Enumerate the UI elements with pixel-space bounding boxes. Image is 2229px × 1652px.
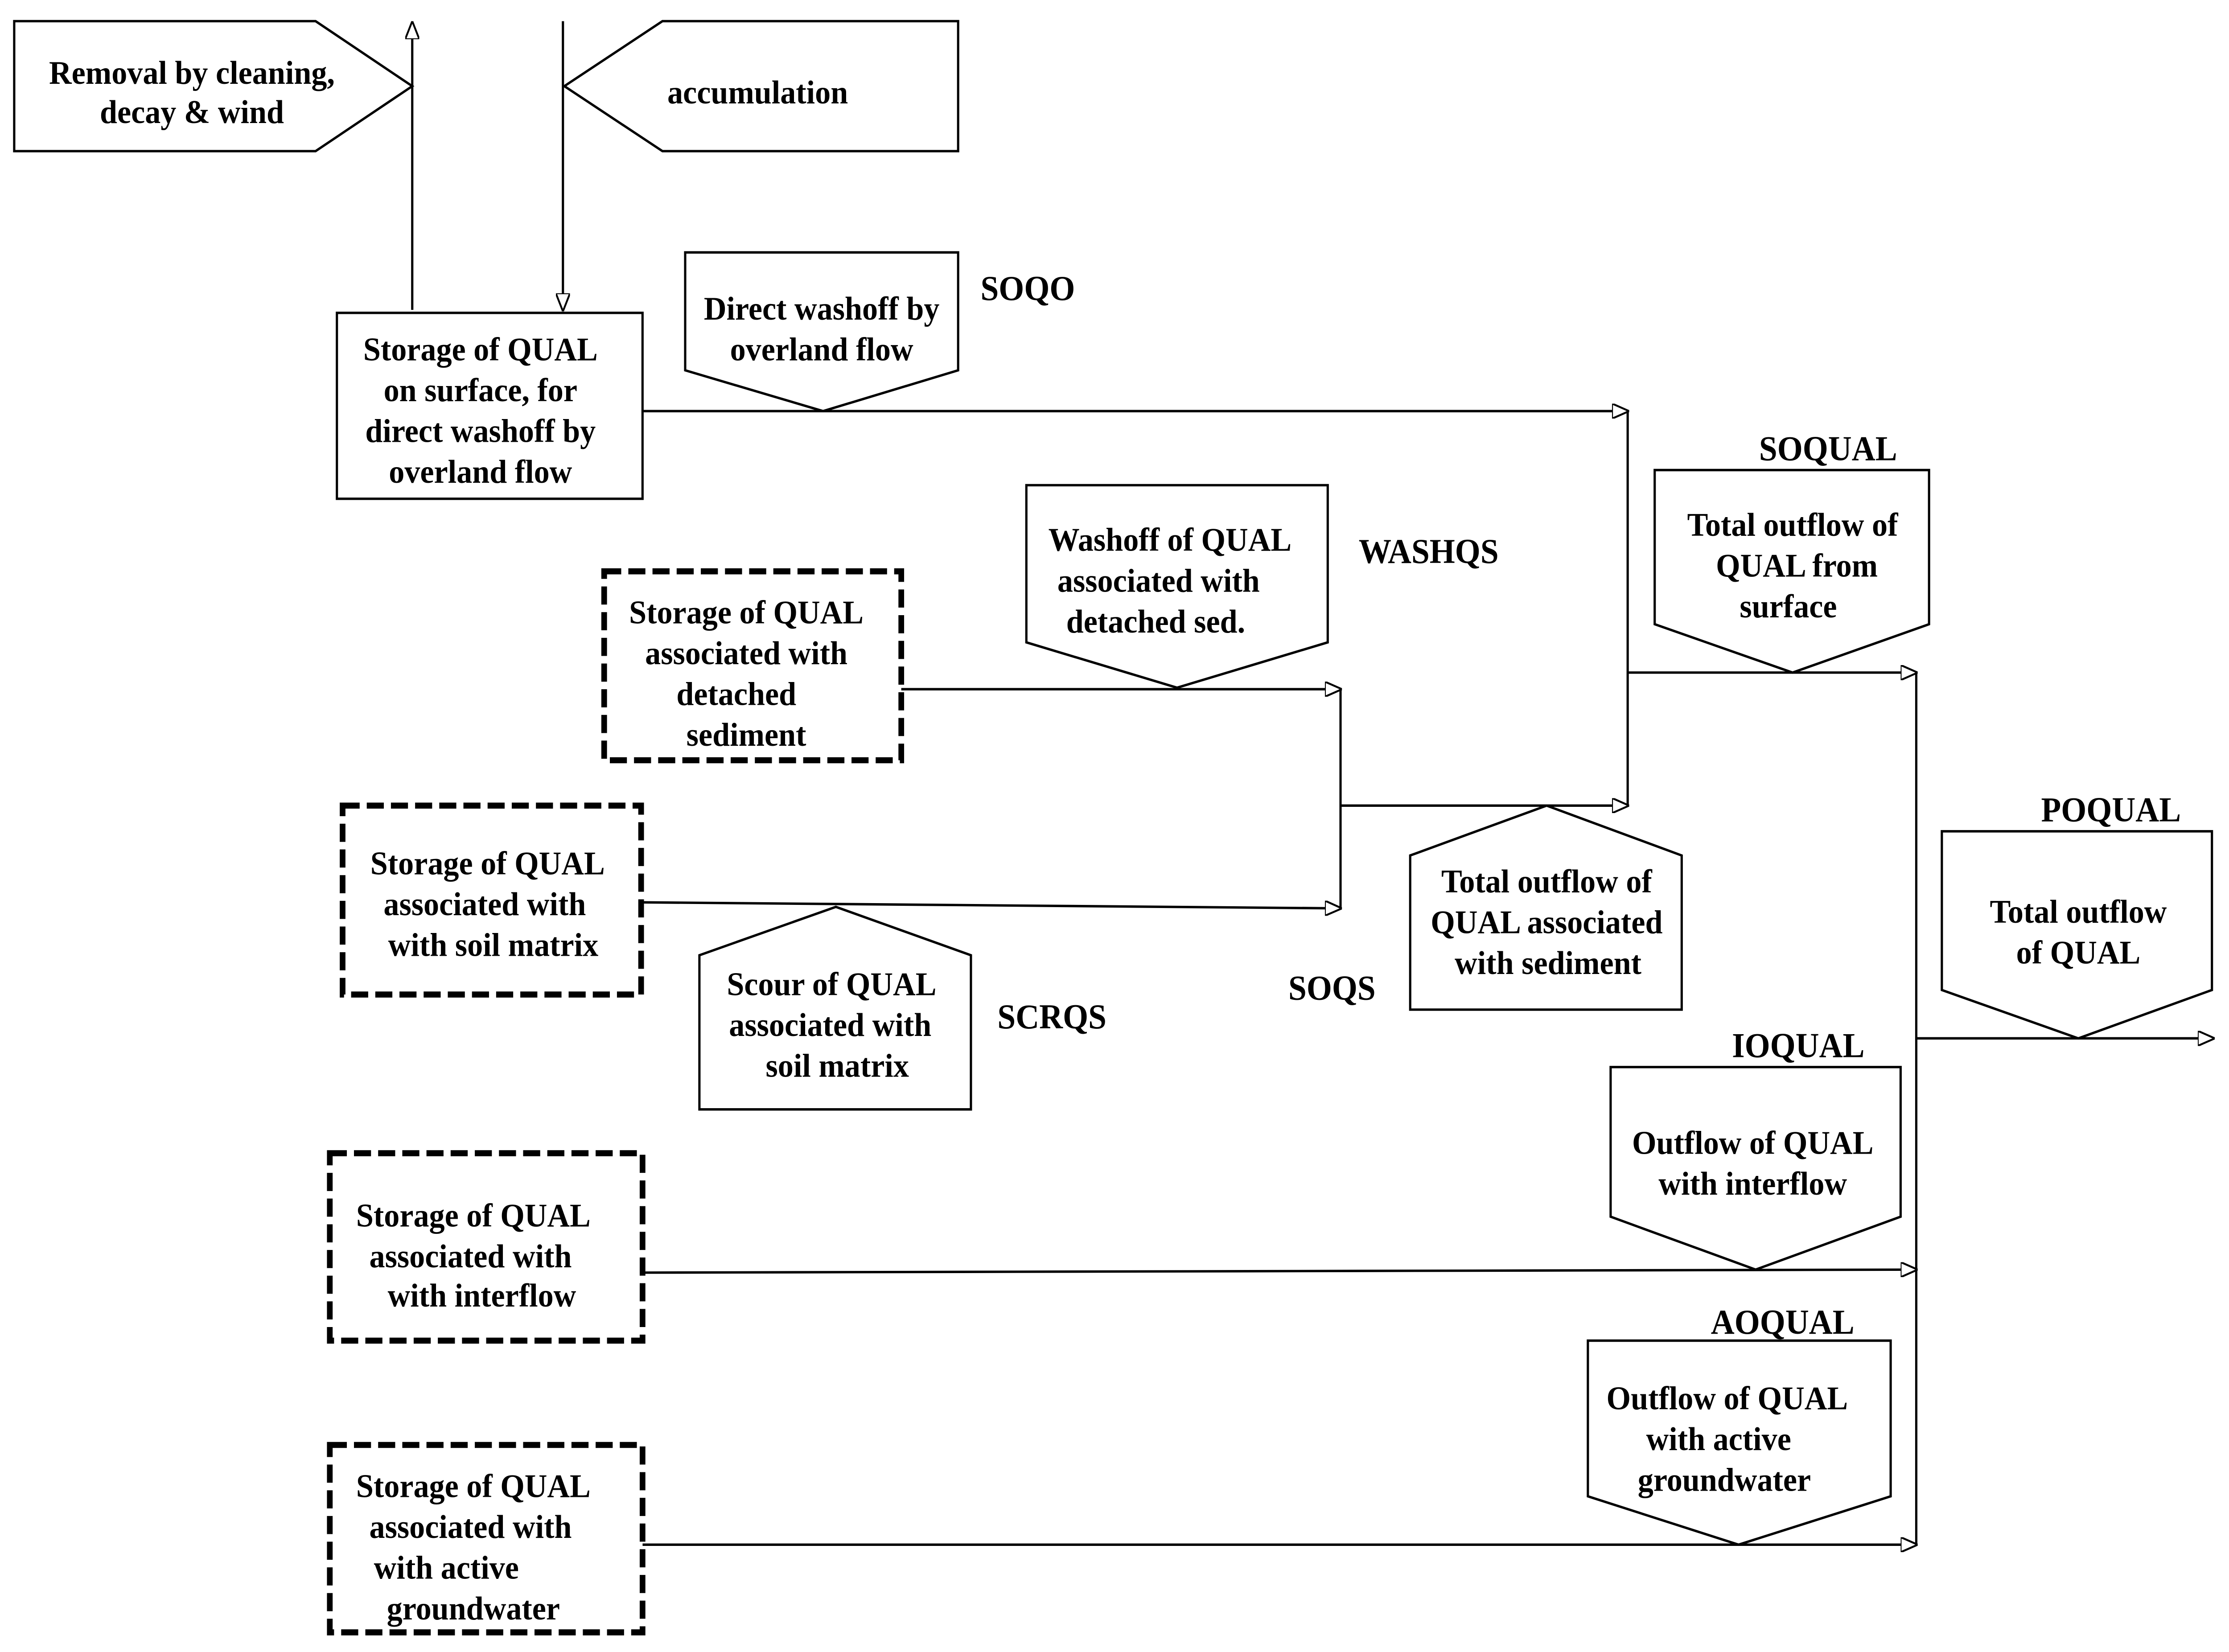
storage-surface-node: Storage of QUAL on surface, for direct w… xyxy=(336,312,644,500)
removal-text-2: decay & wind xyxy=(100,93,284,130)
storage-detached-text-3: detached xyxy=(676,675,796,712)
ioqual-label: IOQUAL xyxy=(1732,1027,1864,1065)
scour-node: Scour of QUAL associated with soil matri… xyxy=(698,905,972,1111)
storage-soil-text-1: Storage of QUAL xyxy=(370,844,605,881)
outflow-groundwater-text-2: with active xyxy=(1646,1420,1791,1457)
storage-groundwater-text-2: associated with xyxy=(370,1508,572,1545)
outflow-interflow-text-1: Outflow of QUAL xyxy=(1632,1124,1874,1161)
total-sediment-text-3: with sediment xyxy=(1455,944,1641,981)
storage-groundwater-text-1: Storage of QUAL xyxy=(356,1467,591,1504)
storage-surface-text-2: on surface, for xyxy=(384,371,577,408)
ioqual-flow xyxy=(642,1270,1917,1273)
washoff-detached-node: Washoff of QUAL associated with detached… xyxy=(1025,484,1329,689)
storage-groundwater-node: Storage of QUAL associated with with act… xyxy=(327,1442,646,1636)
soqual-label: SOQUAL xyxy=(1759,430,1897,468)
removal-text-1: Removal by cleaning, xyxy=(49,54,335,91)
direct-washoff-text-2: overland flow xyxy=(730,331,913,368)
storage-interflow-text-3: with interflow xyxy=(388,1277,576,1314)
direct-washoff-node: Direct washoff by overland flow xyxy=(684,251,959,413)
storage-detached-text-4: sediment xyxy=(687,716,806,753)
scour-text-3: soil matrix xyxy=(765,1047,909,1084)
storage-surface-text-4: overland flow xyxy=(389,453,572,490)
storage-groundwater-text-4: groundwater xyxy=(387,1590,560,1627)
storage-soil-text-2: associated with xyxy=(383,885,586,922)
storage-detached-text-2: associated with xyxy=(645,634,847,671)
washoff-detached-text-1: Washoff of QUAL xyxy=(1049,521,1292,558)
storage-interflow-text-2: associated with xyxy=(370,1237,572,1274)
outflow-groundwater-text-3: groundwater xyxy=(1638,1461,1811,1498)
scour-text-2: associated with xyxy=(729,1006,931,1043)
total-surface-text-1: Total outflow of xyxy=(1687,506,1899,543)
total-qual-text-1: Total outflow xyxy=(1990,893,2167,930)
connectors xyxy=(412,21,2215,1545)
storage-groundwater-text-3: with active xyxy=(374,1549,519,1586)
total-sediment-text-1: Total outflow of xyxy=(1441,863,1653,900)
storage-detached-node: Storage of QUAL associated with detached… xyxy=(601,568,905,764)
total-surface-text-2: QUAL from xyxy=(1716,547,1878,584)
scrqs-flow xyxy=(641,902,1342,908)
storage-soil-node: Storage of QUAL associated with with soi… xyxy=(340,802,644,998)
scrqs-label: SCRQS xyxy=(997,998,1106,1036)
outflow-interflow-node: Outflow of QUAL with interflow xyxy=(1609,1066,1902,1271)
accumulation-text: accumulation xyxy=(667,74,848,111)
total-qual-node: Total outflow of QUAL xyxy=(1941,830,2213,1040)
storage-interflow-text-1: Storage of QUAL xyxy=(356,1196,591,1233)
soqo-label: SOQO xyxy=(981,270,1075,308)
total-sediment-node: Total outflow of QUAL associated with se… xyxy=(1409,804,1683,1011)
outflow-groundwater-text-1: Outflow of QUAL xyxy=(1607,1380,1848,1417)
storage-surface-text-1: Storage of QUAL xyxy=(363,331,598,368)
direct-washoff-text-1: Direct washoff by xyxy=(704,290,940,327)
total-surface-text-3: surface xyxy=(1740,588,1837,625)
total-surface-node: Total outflow of QUAL from surface xyxy=(1653,468,1930,674)
storage-interflow-node: Storage of QUAL associated with with int… xyxy=(327,1150,646,1344)
soqs-label: SOQS xyxy=(1288,970,1376,1008)
poqual-label: POQUAL xyxy=(2041,791,2181,830)
aoqual-label: AOQUAL xyxy=(1711,1303,1855,1342)
washoff-detached-text-3: detached sed. xyxy=(1066,603,1245,640)
outflow-interflow-text-2: with interflow xyxy=(1658,1165,1847,1202)
storage-detached-text-1: Storage of QUAL xyxy=(629,593,864,630)
washqs-label: WASHQS xyxy=(1359,533,1499,571)
total-sediment-text-2: QUAL associated xyxy=(1431,904,1662,941)
outflow-groundwater-node: Outflow of QUAL with active groundwater xyxy=(1587,1339,1892,1546)
storage-soil-text-3: with soil matrix xyxy=(388,926,598,963)
storage-surface-text-3: direct washoff by xyxy=(365,412,596,449)
accumulation-node: accumulation xyxy=(562,20,959,152)
removal-node: Removal by cleaning, decay & wind xyxy=(13,20,415,152)
scour-text-1: Scour of QUAL xyxy=(727,966,936,1003)
washoff-detached-text-2: associated with xyxy=(1057,562,1260,599)
total-qual-text-2: of QUAL xyxy=(2016,933,2141,970)
